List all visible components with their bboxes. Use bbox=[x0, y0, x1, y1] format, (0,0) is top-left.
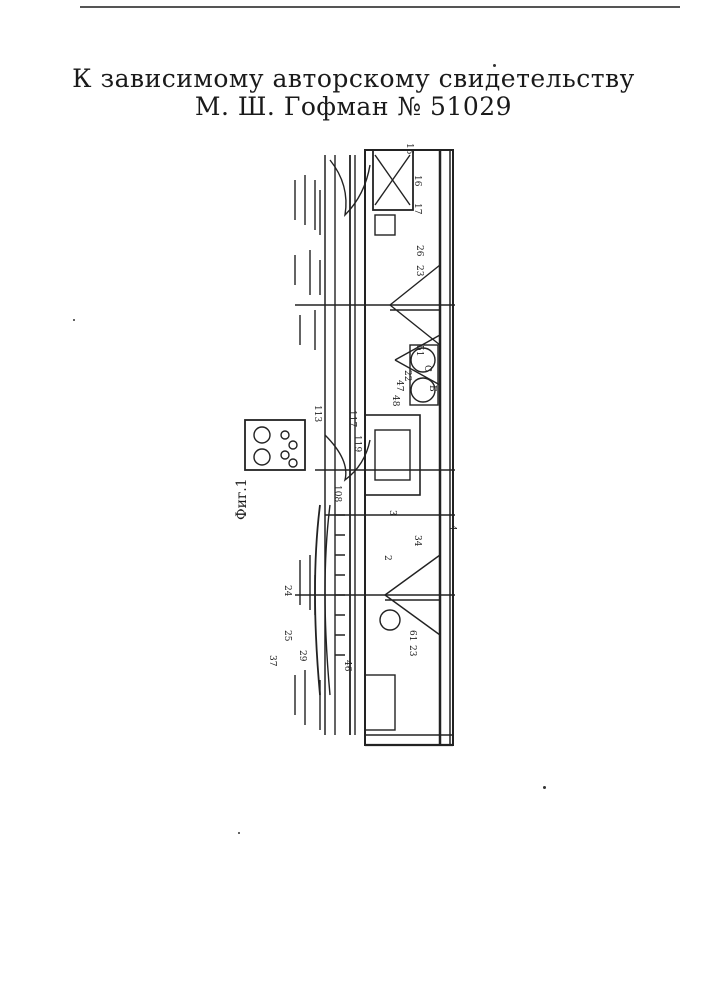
callout-number: 17 bbox=[412, 203, 422, 215]
callout-number: 23 bbox=[414, 265, 424, 277]
callout-number: 3 bbox=[387, 510, 397, 516]
callout-number: 26 bbox=[414, 245, 424, 257]
callout-number: 2 bbox=[382, 555, 392, 561]
callout-number: 16 bbox=[412, 175, 422, 187]
callout-number: 25 bbox=[282, 630, 292, 642]
callout-number: 37 bbox=[267, 655, 277, 667]
callout-number: 23 bbox=[407, 645, 417, 657]
callout-number: 15 bbox=[404, 143, 414, 155]
callout-number: 47 bbox=[394, 380, 404, 392]
callout-number: 113 bbox=[312, 405, 322, 422]
callout-number: 48 bbox=[390, 395, 400, 407]
callout-number: 24 bbox=[282, 585, 292, 597]
machine-drawing: 1516172623512247481131171191084343224252… bbox=[225, 135, 475, 755]
callout-number: 119 bbox=[352, 435, 362, 452]
scan-speck bbox=[493, 64, 496, 67]
callout-number: 4 bbox=[447, 525, 457, 531]
top-border-rule bbox=[80, 6, 680, 8]
control-panel bbox=[245, 420, 305, 470]
scan-speck bbox=[73, 319, 75, 321]
callout-number: 117 bbox=[347, 410, 357, 427]
callout-number: 108 bbox=[332, 485, 342, 502]
callout-number: Б bbox=[427, 385, 437, 392]
callout-number: С bbox=[422, 365, 432, 372]
header-line-2: М. Ш. Гофман № 51029 bbox=[0, 94, 707, 119]
callout-number: 46 bbox=[342, 660, 352, 672]
callout-number: 61 bbox=[407, 630, 417, 641]
header-line-1: К зависимому авторскому свидетельству bbox=[0, 66, 707, 91]
callout-number: 29 bbox=[297, 650, 307, 662]
scan-speck bbox=[543, 786, 546, 789]
scan-speck bbox=[238, 832, 240, 834]
callout-number: 51 bbox=[414, 345, 424, 356]
callout-number: 34 bbox=[412, 535, 422, 547]
